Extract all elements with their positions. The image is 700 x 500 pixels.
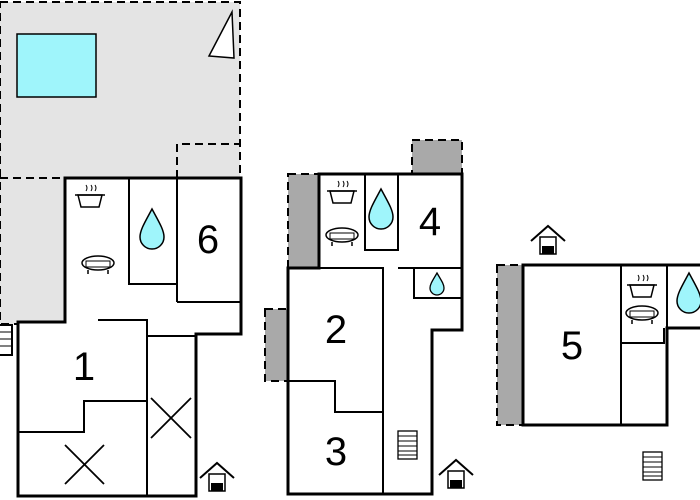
stairs-icon [642,451,663,481]
balcony-left [496,264,524,426]
stair-marker [0,324,13,356]
bathroom-drop-icon [368,187,394,230]
balcony-top [411,139,463,175]
hall-wall [98,319,196,337]
entrance-icon [199,461,235,492]
entrance-icon [438,458,474,489]
pool-icon [16,33,97,98]
balcony-left-lower [264,308,289,382]
room2-divider [288,380,383,413]
sofa-icon [625,305,659,324]
stove-icon [627,274,657,298]
north-arrow-icon [207,9,235,59]
bed-cross-icon [64,444,105,485]
kitchen-wall [364,174,399,251]
bathroom-drop-icon [676,271,700,314]
entrance-icon [530,224,566,255]
building-outline [521,263,700,427]
stove-icon [327,180,357,204]
room-label-1: 1 [73,345,95,389]
stairs-icon [397,430,418,460]
sofa-icon [325,227,359,246]
stove-icon [75,184,105,208]
room-label-6: 6 [197,218,219,262]
room1-divider [18,400,147,433]
bathroom-drop-icon [139,207,165,250]
sofa-icon [81,255,115,274]
balcony-left [287,173,320,269]
room-label-4: 4 [419,200,441,244]
kitchen-wall [128,178,178,285]
terrace-step [176,143,240,178]
floor-plan-middle: 4 2 3 [264,139,474,496]
wc-wall [413,268,462,299]
room-label-2: 2 [325,308,347,352]
bathroom-drop-icon [429,271,445,296]
floor-plan-right: 5 [496,224,700,481]
room-label-5: 5 [561,324,583,368]
bed-cross-icon [150,397,192,439]
room2-wall [288,267,384,494]
hall-wall [621,328,665,344]
building-outline [16,176,243,498]
floor-plan-left: 1 6 [0,1,243,498]
room-label-3: 3 [325,430,347,474]
